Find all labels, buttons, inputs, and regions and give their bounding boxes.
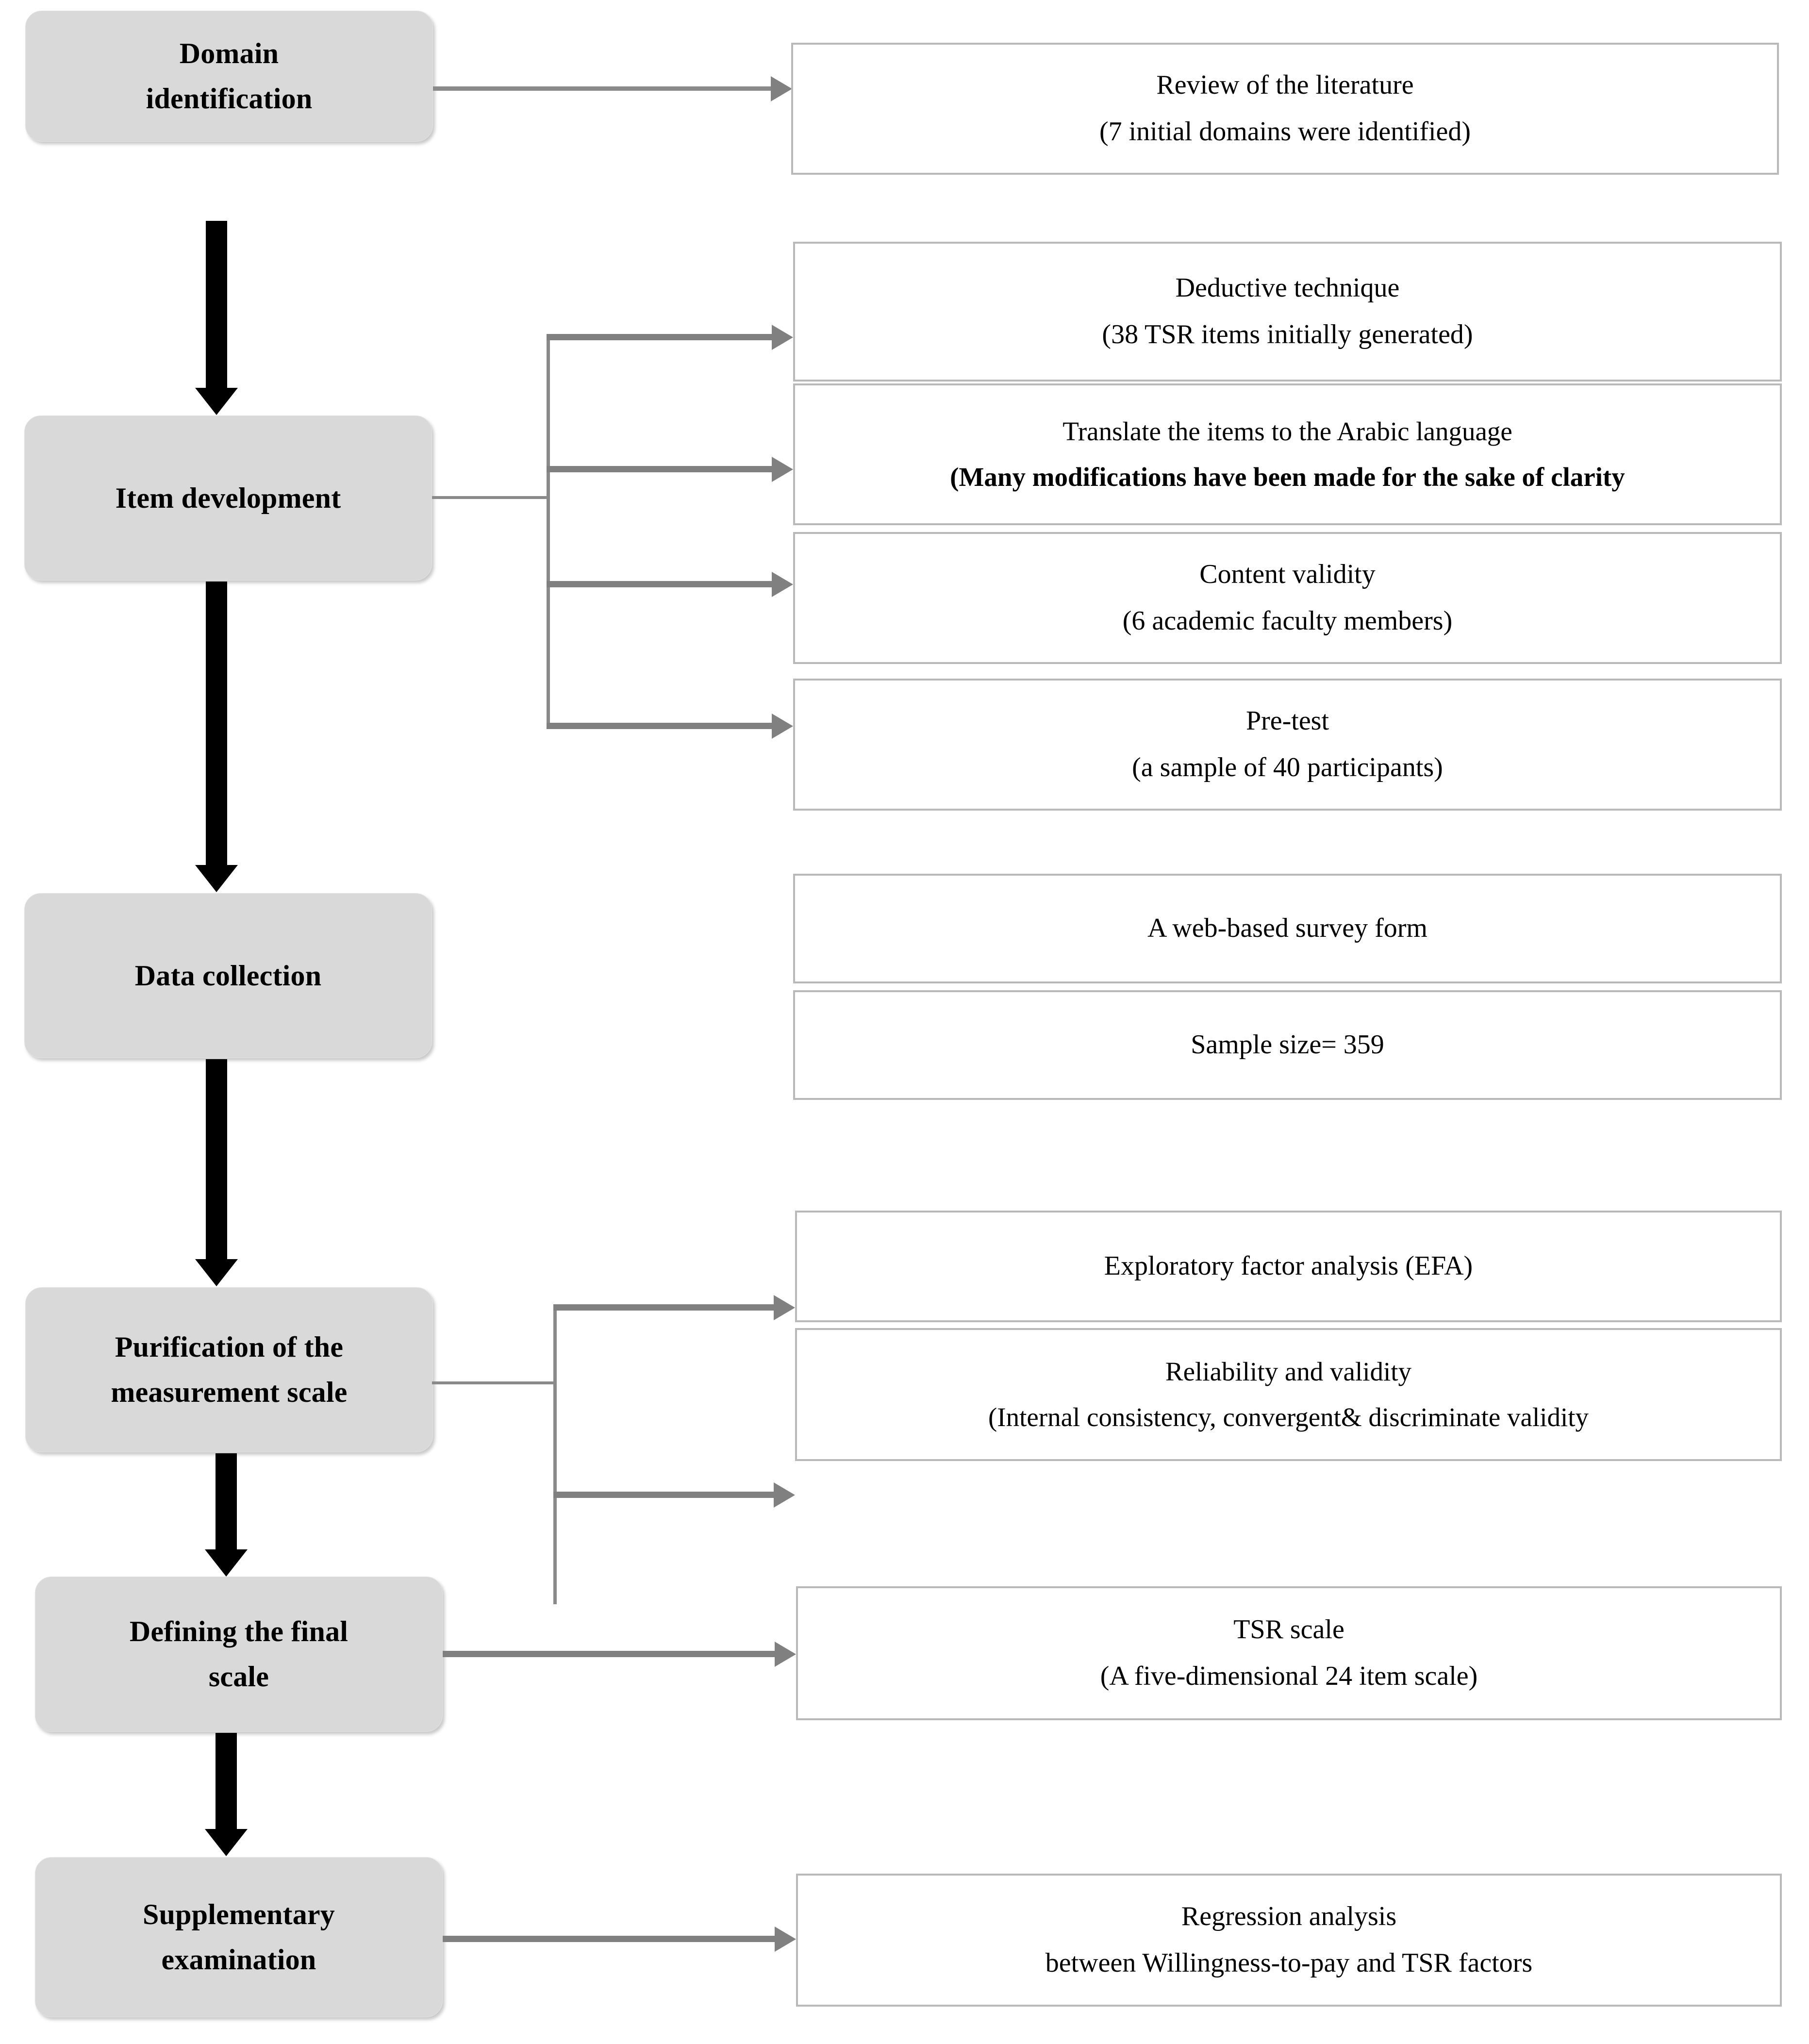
flow-arrow-data-to-purification	[187, 1059, 246, 1286]
detail-line1-exploratory-factor-analysis: Exploratory factor analysis (EFA)	[1104, 1251, 1473, 1281]
detail-line1-tsr-scale: TSR scale	[1233, 1614, 1344, 1645]
detail-line1-content-validity: Content validity	[1199, 559, 1376, 590]
flow-arrow-domain-to-item	[187, 221, 246, 415]
arrow-shaft	[206, 582, 227, 866]
detail-line1-review-of-literature: Review of the literature	[1156, 70, 1414, 100]
detail-box-reliability-validity[interactable]: Reliability and validity (Internal consi…	[795, 1328, 1782, 1461]
arrow-shaft	[206, 221, 227, 389]
detail-line1-translate-items: Translate the items to the Arabic langua…	[1062, 416, 1512, 446]
connector-arrowhead-translate	[772, 457, 793, 482]
stage-label-item-development: Item development	[115, 482, 341, 514]
arrow-head	[205, 1549, 248, 1577]
flow-arrow-item-to-data	[187, 582, 246, 892]
connector-arrowhead-tsr	[775, 1642, 796, 1667]
connector-item-to-content-validity	[547, 581, 780, 587]
detail-line2-review-of-literature: (7 initial domains were identified)	[1099, 116, 1471, 147]
arrow-head	[205, 1829, 248, 1856]
stage-label-supplementary-examination: Supplementary examination	[143, 1898, 335, 1976]
connector-arrowhead-reliability	[774, 1482, 795, 1508]
detail-box-exploratory-factor-analysis[interactable]: Exploratory factor analysis (EFA)	[795, 1211, 1782, 1322]
connector-arrowhead-pretest	[772, 714, 793, 739]
connector-item-to-deductive	[547, 334, 780, 340]
detail-line2-content-validity: (6 academic faculty members)	[1122, 606, 1453, 636]
connector-arrowhead-efa	[774, 1295, 795, 1320]
connector-defining-to-tsr	[443, 1651, 782, 1657]
stage-label-domain-identification: Domain identification	[146, 37, 313, 115]
stage-label-defining-final-scale: Defining the final scale	[129, 1615, 349, 1693]
stage-label-data-collection: Data collection	[134, 959, 322, 992]
flow-arrow-defining-to-supplementary	[197, 1733, 255, 1856]
detail-line2-deductive-technique: (38 TSR items initially generated)	[1102, 319, 1473, 349]
detail-box-sample-size[interactable]: Sample size= 359	[793, 990, 1782, 1100]
flow-arrow-purification-to-defining	[197, 1453, 255, 1577]
stage-label-purification: Purification of the measurement scale	[111, 1331, 348, 1408]
stage-box-data-collection[interactable]: Data collection	[24, 893, 432, 1058]
detail-line1-sample-size: Sample size= 359	[1191, 1030, 1384, 1060]
detail-line2-pre-test: (a sample of 40 participants)	[1132, 752, 1443, 782]
connector-item-to-pretest	[547, 723, 780, 729]
arrow-shaft	[206, 1059, 227, 1260]
detail-box-translate-items[interactable]: Translate the items to the Arabic langua…	[793, 383, 1782, 525]
detail-box-content-validity[interactable]: Content validity (6 academic faculty mem…	[793, 532, 1782, 664]
detail-line1-reliability-validity: Reliability and validity	[1165, 1356, 1412, 1386]
stage-box-purification[interactable]: Purification of the measurement scale	[25, 1287, 433, 1452]
connector-item-to-translate	[547, 466, 780, 472]
stage-box-item-development[interactable]: Item development	[24, 415, 432, 581]
arrow-shaft	[216, 1453, 237, 1550]
detail-line2-regression-analysis: between Willingness-to-pay and TSR facto…	[1045, 1948, 1533, 1978]
detail-line1-regression-analysis: Regression analysis	[1181, 1901, 1397, 1932]
detail-line2-tsr-scale: (A five-dimensional 24 item scale)	[1100, 1661, 1478, 1691]
connector-item-spine	[547, 337, 550, 728]
arrow-head	[195, 1259, 238, 1286]
detail-box-tsr-scale[interactable]: TSR scale (A five-dimensional 24 item sc…	[796, 1586, 1782, 1720]
detail-box-web-based-survey[interactable]: A web-based survey form	[793, 874, 1782, 983]
stage-box-domain-identification[interactable]: Domain identification	[25, 11, 433, 142]
connector-arrowhead-content-validity	[772, 572, 793, 597]
connector-purification-to-reliability	[553, 1492, 781, 1498]
connector-purification-stem	[432, 1381, 556, 1384]
detail-box-pre-test[interactable]: Pre-test (a sample of 40 participants)	[793, 679, 1782, 811]
detail-box-deductive-technique[interactable]: Deductive technique (38 TSR items initia…	[793, 242, 1782, 382]
arrow-head	[195, 865, 238, 892]
connector-purification-to-efa	[553, 1304, 781, 1311]
connector-arrowhead-deductive	[772, 325, 793, 350]
detail-line1-deductive-technique: Deductive technique	[1175, 273, 1400, 303]
arrow-shaft	[216, 1733, 237, 1830]
connector-item-stem	[432, 496, 548, 499]
detail-line1-web-based-survey: A web-based survey form	[1147, 913, 1427, 944]
connector-domain-to-review	[433, 86, 773, 91]
detail-line2-reliability-validity: (Internal consistency, convergent& discr…	[988, 1402, 1589, 1432]
stage-box-defining-final-scale[interactable]: Defining the final scale	[35, 1577, 443, 1732]
connector-arrowhead-domain-to-review	[771, 76, 792, 101]
detail-box-review-of-literature[interactable]: Review of the literature (7 initial doma…	[791, 43, 1779, 175]
detail-line1-pre-test: Pre-test	[1245, 706, 1329, 736]
arrow-head	[195, 388, 238, 415]
connector-arrowhead-regression	[775, 1927, 796, 1952]
connector-supplementary-to-regression	[443, 1936, 782, 1942]
detail-box-regression-analysis[interactable]: Regression analysis between Willingness-…	[796, 1874, 1782, 2007]
connector-purification-spine	[553, 1306, 557, 1604]
stage-box-supplementary-examination[interactable]: Supplementary examination	[35, 1857, 443, 2017]
detail-line2-translate-items: (Many modifications have been made for t…	[950, 462, 1625, 492]
